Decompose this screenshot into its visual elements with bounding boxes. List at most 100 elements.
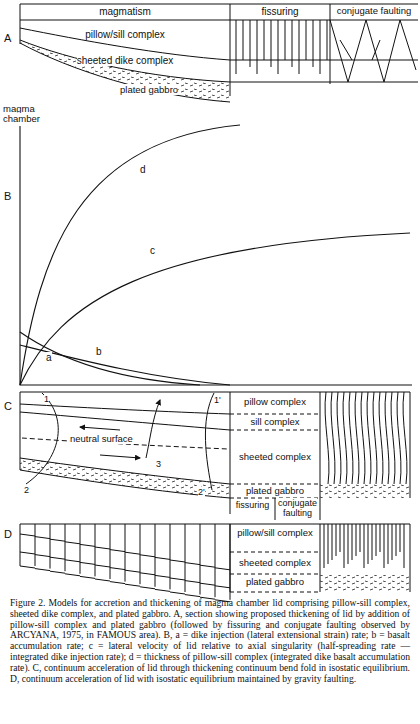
stroke: [35, 555, 50, 557]
stroke: [50, 524, 51, 569]
stroke: [170, 524, 171, 589]
stroke: [361, 392, 365, 484]
stroke: [125, 552, 140, 554]
stroke: [65, 574, 80, 576]
stroke: [388, 524, 389, 564]
stroke: [185, 581, 200, 583]
stroke: [50, 557, 65, 559]
figure-label: D: [4, 528, 12, 540]
stroke: [336, 524, 337, 556]
stroke: [384, 524, 385, 568]
figure-label: 1: [44, 394, 49, 404]
stroke: [110, 550, 125, 552]
figure-label: 2: [24, 485, 29, 495]
label-box: pillow complex: [230, 397, 320, 407]
label-box: c: [150, 245, 155, 256]
label-box: 2': [198, 488, 205, 498]
figure-label: sheeted dike complex: [77, 55, 174, 66]
stroke: [306, 20, 307, 60]
figure-label: plated gabbro: [246, 576, 304, 587]
stroke: [125, 524, 126, 582]
label-box: neutral surface: [70, 434, 133, 444]
stroke: [200, 565, 215, 567]
label-box: d: [140, 164, 146, 175]
stroke: [65, 560, 80, 562]
stroke: [327, 20, 328, 60]
line-art: [230, 392, 410, 520]
stroke: [331, 392, 335, 484]
label-box: fissuring: [230, 6, 330, 17]
stroke: [215, 586, 230, 588]
line-art: [146, 400, 160, 458]
label-box: sheeted dike complex: [20, 55, 230, 66]
figure-label: plated gabbro: [120, 84, 178, 95]
stroke: [360, 524, 361, 552]
label-box: plated gabbro: [120, 85, 178, 95]
stroke: [278, 20, 279, 74]
stroke: [80, 524, 81, 574]
figure-label: magma chamber: [3, 103, 40, 124]
label-box: 3: [156, 460, 161, 470]
stroke: [328, 524, 329, 564]
line-art: [320, 392, 410, 498]
stroke: [20, 524, 21, 566]
stroke: [332, 524, 333, 560]
stroke: [349, 392, 353, 484]
line-art: [20, 126, 412, 385]
stroke: [110, 524, 111, 579]
line-art: [324, 524, 404, 568]
stroke: [400, 524, 401, 552]
stroke: [404, 524, 405, 568]
stroke: [391, 392, 395, 484]
stroke: [50, 571, 65, 573]
line-art: [330, 20, 416, 82]
label-box: B: [4, 190, 11, 202]
stroke: [367, 392, 371, 484]
line-art: [236, 20, 327, 74]
figure-label: conjugate faulting: [278, 498, 317, 518]
stroke: [35, 537, 50, 539]
stroke: [385, 392, 389, 484]
label-box: a: [46, 352, 52, 363]
stroke: [299, 20, 300, 74]
label-box: b: [96, 346, 102, 357]
stroke: [140, 555, 155, 557]
label-box: 1': [214, 396, 221, 406]
figure-label: pillow complex: [244, 396, 306, 407]
line-art: [20, 43, 230, 102]
panel-d: [20, 524, 410, 602]
figure-caption: Figure 2. Models for accretion and thick…: [10, 598, 410, 685]
stroke: [200, 583, 215, 585]
figure-label: neutral surface: [70, 433, 133, 444]
stroke: [264, 20, 265, 60]
line-art: [20, 524, 230, 602]
stroke: [250, 20, 251, 67]
figure-label: A: [4, 32, 11, 44]
figure-label: b: [96, 346, 102, 357]
panel-c: [20, 392, 410, 520]
label-box: pillow/sill complex: [20, 29, 230, 40]
stroke: [292, 20, 293, 67]
line-art: [20, 345, 230, 385]
stroke: [35, 569, 50, 571]
figure-label: sheeted complex: [239, 451, 311, 462]
stroke: [356, 524, 357, 556]
stroke: [20, 566, 35, 568]
stroke: [368, 524, 369, 564]
line-art: [20, 392, 410, 498]
figure-label: 3: [156, 459, 161, 469]
figure-label: fissuring: [236, 500, 270, 510]
stroke: [372, 524, 373, 560]
stroke: [285, 20, 286, 60]
stroke: [392, 524, 393, 560]
line-art: [230, 552, 320, 592]
figure-label: pillow/sill complex: [85, 29, 164, 40]
gabbro-texture: [320, 484, 410, 498]
panel-b: [20, 125, 412, 385]
stroke: [364, 524, 365, 568]
label-box: C: [4, 400, 12, 412]
stroke: [65, 524, 66, 571]
stroke: [20, 552, 35, 554]
stroke: [215, 568, 230, 570]
figure-label: 1': [214, 395, 221, 405]
